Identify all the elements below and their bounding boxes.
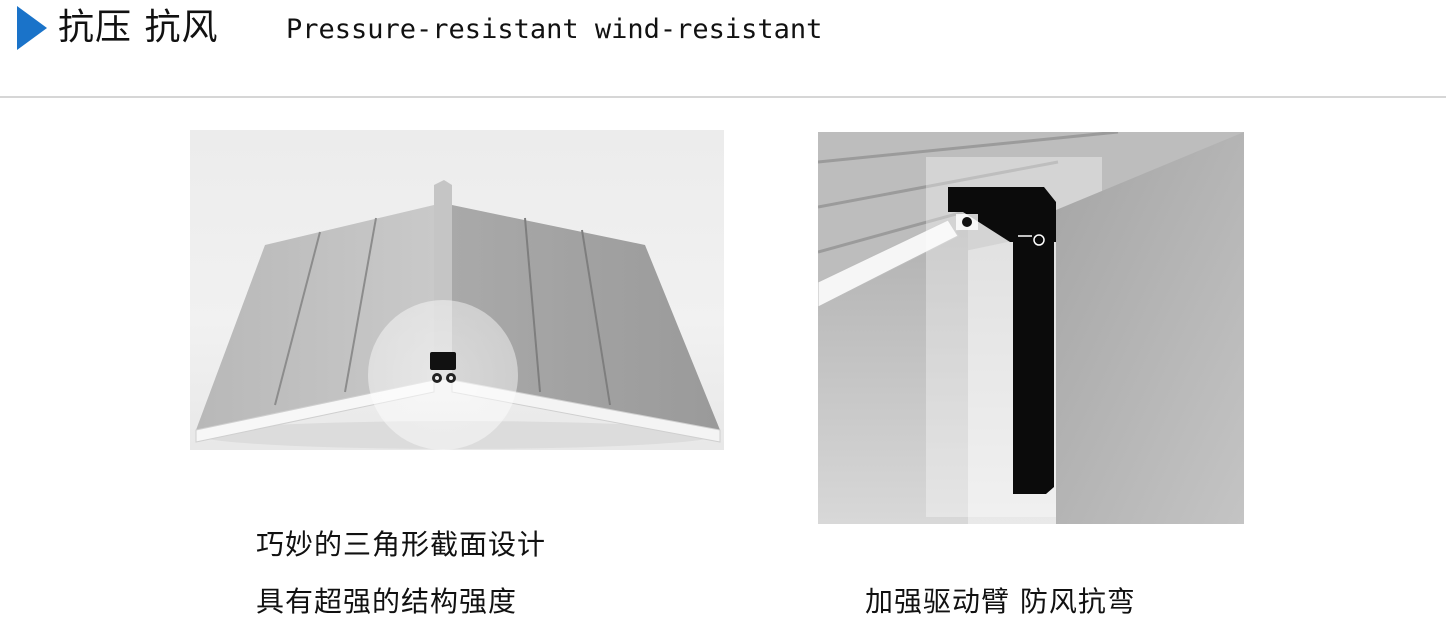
caption-drive-arm: 加强驱动臂 防风抗弯 [865, 585, 1136, 618]
page-subtitle: Pressure-resistant wind-resistant [286, 14, 823, 45]
triangle-right-icon [17, 6, 47, 50]
triangle-panel-image [190, 130, 724, 450]
caption-triangle-design: 巧妙的三角形截面设计 [256, 528, 547, 561]
header-divider [0, 96, 1446, 98]
triangle-panel-illustration [195, 180, 721, 450]
drive-arm-image [818, 132, 1244, 524]
header: 抗压 抗风 Pressure-resistant wind-resistant [0, 0, 1446, 96]
drive-arm-illustration [818, 132, 1244, 524]
caption-structural-strength: 具有超强的结构强度 [256, 585, 518, 618]
page-title: 抗压 抗风 [58, 7, 219, 48]
